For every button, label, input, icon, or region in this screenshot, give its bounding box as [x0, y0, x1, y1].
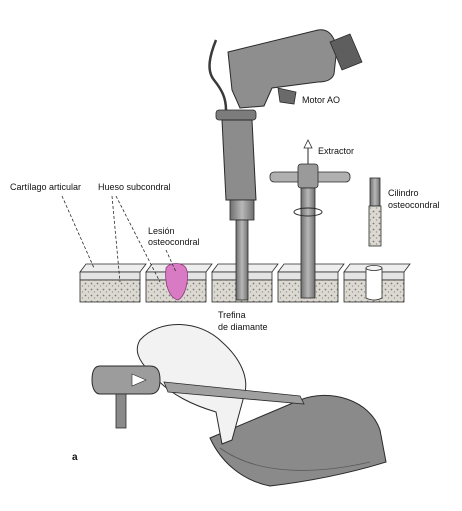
drill-motor	[208, 29, 363, 301]
lesion-shape	[165, 263, 188, 301]
extractor-shaft	[300, 187, 316, 299]
impactor-tool	[163, 381, 305, 405]
label-hueso: Hueso subcondral	[98, 182, 171, 192]
drill-attachment	[329, 33, 363, 71]
cloth-drape	[209, 394, 387, 487]
leader-lines	[61, 195, 177, 283]
osteochondral-cylinder	[368, 177, 382, 247]
drill-handle	[227, 29, 337, 109]
drill-body	[221, 119, 257, 201]
extractor-tool	[269, 139, 351, 299]
label-cilindro-line1: Cilindro	[388, 188, 419, 198]
mallet-handle	[115, 393, 127, 429]
mallet-head	[91, 365, 161, 395]
label-lesion-line1: Lesión	[148, 226, 175, 236]
label-motor: Motor AO	[302, 95, 340, 105]
label-lesion-line2: osteocondral	[148, 237, 200, 247]
tissue-block-1	[79, 263, 147, 303]
label-extractor: Extractor	[318, 146, 354, 156]
label-cilindro-line2: osteocondral	[388, 200, 440, 210]
label-trefina-line2: de diamante	[218, 322, 268, 332]
label-panel: a	[72, 452, 78, 463]
label-cartilago: Cartílago articular	[10, 182, 81, 192]
empty-bore-hole	[365, 267, 383, 301]
label-trefina-line1: Trefina	[218, 310, 246, 320]
tissue-block-5	[343, 263, 411, 303]
mallet-hand-scene	[91, 324, 387, 487]
drill-trigger	[277, 87, 297, 105]
labels: Motor AO Extractor Cartílago articular H…	[10, 95, 440, 463]
tissue-block-2	[145, 263, 213, 303]
drill-cable	[208, 39, 228, 111]
trephine-shaft	[235, 219, 249, 301]
